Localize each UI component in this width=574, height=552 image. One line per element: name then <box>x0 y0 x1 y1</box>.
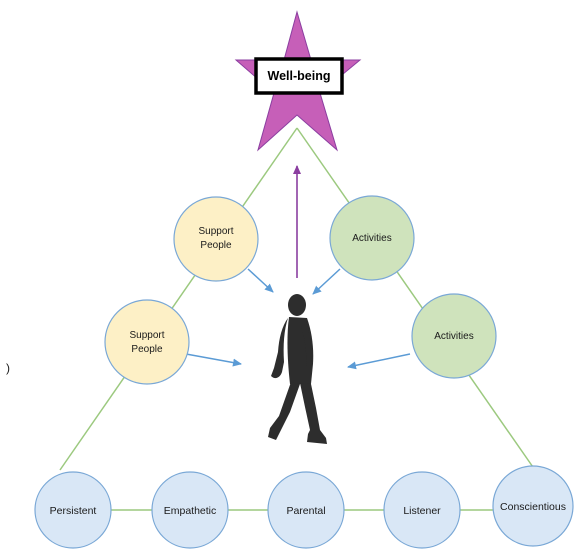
activities-lower-circle <box>411 293 497 379</box>
activities-upper-label: Activities <box>352 233 391 244</box>
person-leg-back <box>268 382 300 440</box>
trait-circles: Persistent Empathetic Parental Listener … <box>34 465 574 549</box>
support-lower-circle <box>104 299 190 385</box>
trait-label: Conscientious <box>500 501 566 513</box>
activities-upper: Activities <box>329 195 415 281</box>
activities-lower-label: Activities <box>434 331 473 342</box>
support-people-upper: Support People <box>173 196 259 282</box>
person-arm-right <box>301 322 312 368</box>
triangle-left-edge <box>59 127 298 471</box>
person-leg-front <box>300 383 327 444</box>
trait-circle <box>383 471 461 549</box>
support-upper-circle <box>173 196 259 282</box>
trait-label: Empathetic <box>164 505 217 517</box>
support-lower-line1: Support <box>129 330 164 341</box>
trait-circle <box>151 471 229 549</box>
support-people-lower: Support People <box>104 299 190 385</box>
trait-conscientious: Conscientious <box>492 465 574 547</box>
trait-circle <box>492 465 574 547</box>
arrow-activities-upper <box>312 268 341 295</box>
wellbeing-star: Well-being <box>234 10 362 152</box>
arrow-support-lower <box>185 353 242 367</box>
trait-circle <box>267 471 345 549</box>
trait-empathetic: Empathetic <box>151 471 229 549</box>
wellbeing-label: Well-being <box>268 69 331 83</box>
support-upper-line1: Support <box>198 226 233 237</box>
support-lower-line2: People <box>131 344 163 355</box>
person-body <box>271 318 288 379</box>
wellbeing-box <box>254 57 344 95</box>
arrow-support-upper <box>247 268 274 293</box>
person-head <box>288 294 306 316</box>
trait-circle <box>34 471 112 549</box>
support-upper-line2: People <box>200 240 232 251</box>
trait-listener: Listener <box>383 471 461 549</box>
influence-arrows <box>185 268 411 370</box>
margin-mark: ) <box>6 361 10 375</box>
activities-lower: Activities <box>411 293 497 379</box>
arrow-activities-lower <box>347 353 411 370</box>
activities-upper-circle <box>329 195 415 281</box>
trait-persistent: Persistent <box>34 471 112 549</box>
trait-label: Persistent <box>50 505 97 517</box>
walking-person-icon <box>268 294 327 444</box>
trait-label: Parental <box>286 505 325 517</box>
triangle-right-edge <box>296 127 536 471</box>
trait-parental: Parental <box>267 471 345 549</box>
trait-label: Listener <box>403 505 441 517</box>
